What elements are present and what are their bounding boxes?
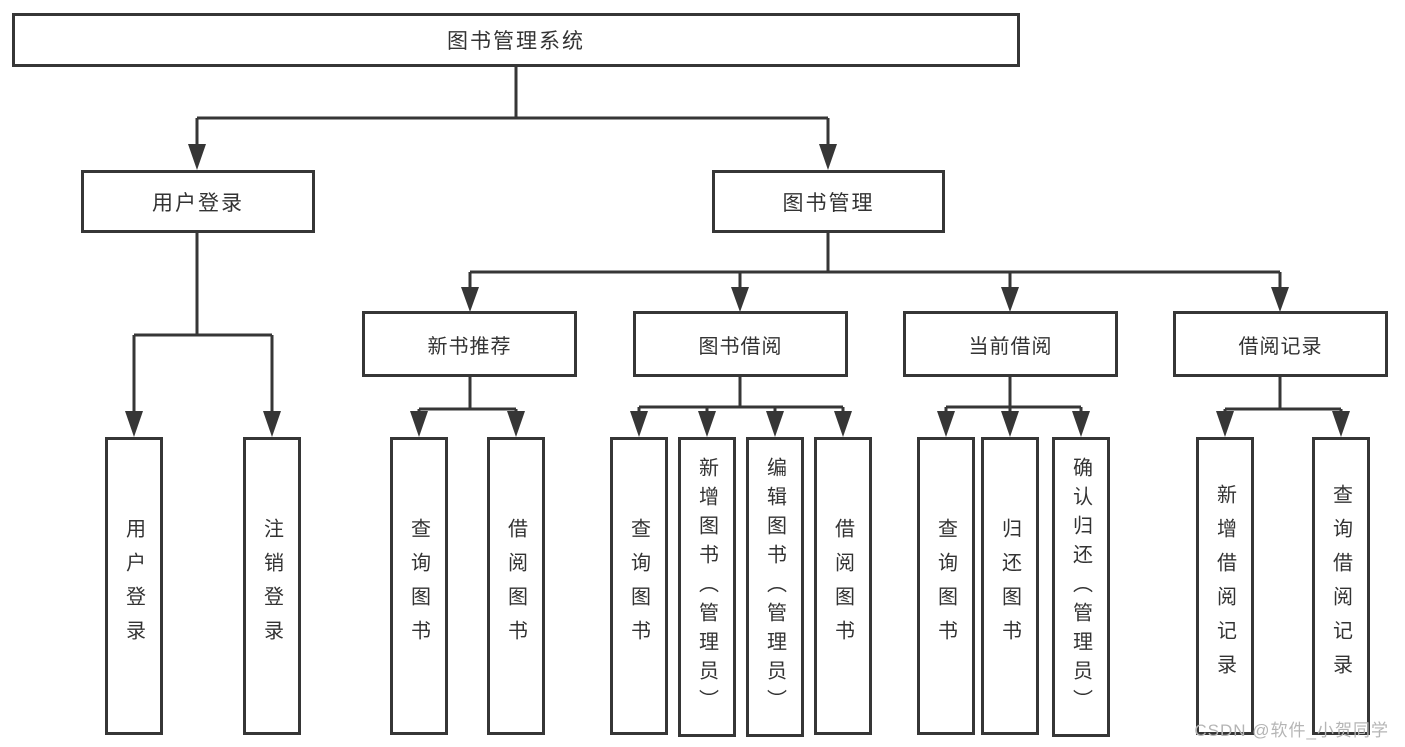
connector-book-management-children (468, 233, 1282, 290)
arrowheads-book-borrow-children (630, 411, 852, 437)
leaf-current-return-books: 归还图书 (981, 437, 1039, 735)
leaf-borrow-edit-books-admin: 编辑图书（管理员） (746, 437, 804, 737)
node-book-management: 图书管理 (712, 170, 945, 233)
leaf-current-query-books: 查询图书 (917, 437, 975, 735)
leaf-newbook-query-books: 查询图书 (390, 437, 448, 735)
leaf-borrow-borrow-books: 借阅图书 (814, 437, 872, 735)
connector-root-to-level1 (195, 67, 830, 146)
connector-current-borrow-children (944, 377, 1083, 414)
node-library-management-system: 图书管理系统 (12, 13, 1020, 67)
node-user-login: 用户登录 (81, 170, 315, 233)
connector-book-borrow-children (637, 377, 845, 414)
leaf-logout: 注销登录 (243, 437, 301, 735)
node-current-borrow: 当前借阅 (903, 311, 1118, 377)
connector-user-login-children (132, 233, 274, 413)
arrowheads-borrow-records-children (1216, 411, 1350, 437)
node-new-book-recommend: 新书推荐 (362, 311, 577, 377)
node-borrow-records: 借阅记录 (1173, 311, 1388, 377)
leaf-current-confirm-return-admin: 确认归还（管理员） (1052, 437, 1110, 737)
leaf-records-query-borrow-record: 查询借阅记录 (1312, 437, 1370, 735)
csdn-watermark: CSDN @软件_小贺同学 (1194, 721, 1389, 740)
arrowheads-new-book-children (410, 411, 525, 437)
arrowheads-current-borrow-children (937, 411, 1090, 437)
arrowheads-level2 (461, 287, 1289, 312)
leaf-newbook-borrow-books: 借阅图书 (487, 437, 545, 735)
arrowheads-level1 (188, 144, 837, 170)
leaf-borrow-query-books: 查询图书 (610, 437, 668, 735)
connector-borrow-records-children (1223, 377, 1343, 414)
arrowheads-user-login-children (125, 411, 281, 437)
leaf-user-login: 用户登录 (105, 437, 163, 735)
node-book-borrow: 图书借阅 (633, 311, 848, 377)
leaf-records-add-borrow-record: 新增借阅记录 (1196, 437, 1254, 735)
leaf-borrow-add-books-admin: 新增图书（管理员） (678, 437, 736, 737)
connector-new-book-children (417, 377, 518, 414)
